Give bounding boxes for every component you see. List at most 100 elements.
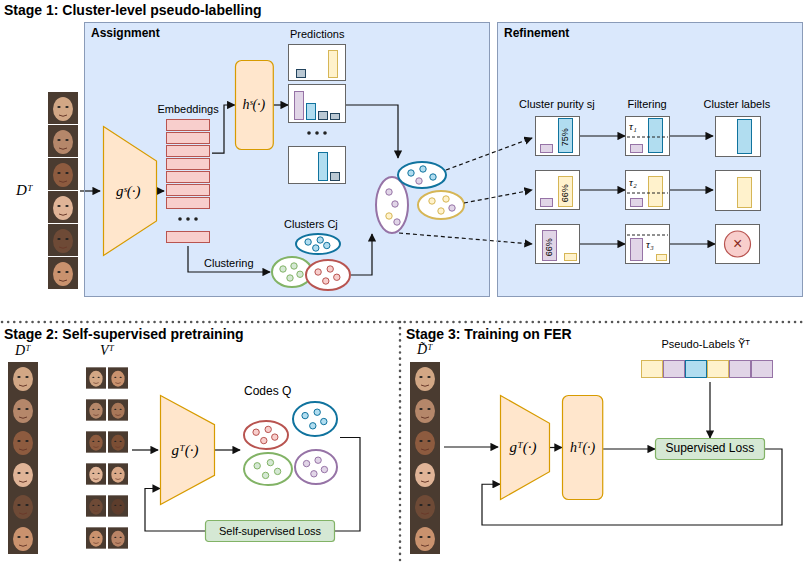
assignment-arrow <box>446 138 532 170</box>
histogram-bar <box>631 239 643 261</box>
cluster-ellipse <box>293 402 337 436</box>
sample-dot <box>310 423 316 429</box>
cluster-ellipse <box>295 450 337 484</box>
merged-clusters <box>398 162 446 188</box>
purity-histogram: 66% <box>535 224 580 264</box>
histogram-bar <box>319 153 328 181</box>
merged-clusters <box>438 208 444 214</box>
face-thumbnail <box>108 463 128 484</box>
cluster-ellipse <box>244 453 292 485</box>
node-label: gˢ(·) <box>116 183 140 200</box>
panel-ground <box>84 22 490 297</box>
accepted-label-box <box>716 117 761 211</box>
encoder-trapezoid: gˢ(·) <box>103 126 157 256</box>
node-label: Pseudo-Labels Ỹᵀ <box>662 338 751 351</box>
encoder-trapezoid: gᵀ(·) <box>500 395 550 500</box>
sample-dot <box>274 468 280 474</box>
face-thumbnail <box>86 495 106 516</box>
stage-heading: Stage 2: Self-supervised pretraining <box>4 326 244 342</box>
face-thumbnail <box>410 394 440 426</box>
stage-separator <box>2 321 803 324</box>
node-label: Supervised Loss <box>666 442 755 456</box>
sample-dot <box>303 460 309 466</box>
shape-part <box>167 172 210 183</box>
sample-dot <box>261 437 267 443</box>
purity-histogram: 75% <box>535 116 580 156</box>
face-thumbnail <box>48 224 78 256</box>
node-label: Self-supervised Loss <box>219 525 321 538</box>
node-label: Codes Q <box>244 385 291 399</box>
node-label: τ₃ <box>646 238 654 251</box>
face-thumbnail <box>8 426 38 458</box>
flow-arrow <box>132 449 158 450</box>
merged-clusters <box>420 166 426 172</box>
shape-outline <box>536 117 579 155</box>
flow-arrow <box>80 190 100 191</box>
shape-part <box>501 396 550 500</box>
connector-arrow <box>580 135 625 136</box>
node-label: 75% <box>560 128 570 146</box>
shape-outline <box>536 171 579 209</box>
sample-dot <box>313 245 319 251</box>
histogram-bar <box>295 92 304 120</box>
sample-dot <box>323 278 329 284</box>
loss-box: Self-supervised Loss <box>205 520 335 542</box>
dataset-symbol: Vᵀ <box>100 343 114 359</box>
node-label: τ₁ <box>629 120 637 133</box>
shape-part <box>194 217 198 221</box>
face-thumbnail <box>48 92 78 124</box>
shape-part <box>186 217 190 221</box>
histogram-bar <box>541 199 553 207</box>
histogram-bar <box>631 199 643 207</box>
column-heading: Filtering <box>628 98 667 111</box>
panel-ground <box>84 22 803 297</box>
prototype-codes: Codes Q <box>240 385 340 490</box>
shape-part <box>289 45 346 81</box>
face-thumbnail <box>48 257 78 289</box>
face-thumbnail <box>410 522 440 554</box>
merged-clusters <box>449 205 455 211</box>
histogram-bar <box>657 255 667 261</box>
classifier-head: hᵀ(·) <box>562 395 603 500</box>
refinement-panel: 75%τ₁66%τ₂66%τ₃×Refinement <box>497 22 803 297</box>
connector-arrow <box>273 104 288 105</box>
face-thumbnail <box>86 367 106 388</box>
merged-clusters <box>376 177 408 233</box>
face-thumbnail <box>410 426 440 458</box>
node-label: × <box>733 235 742 253</box>
merged-clusters <box>394 219 400 225</box>
stage-heading: Stage 1: Cluster-level pseudo-labelling <box>4 2 262 18</box>
stage-separator <box>2 322 803 561</box>
connector-arrow <box>550 447 562 448</box>
face-thumbnail <box>86 399 106 420</box>
dataset-symbol: D̃ᵀ <box>417 342 433 358</box>
sample-dot <box>272 434 278 440</box>
face-thumbnail <box>48 125 78 157</box>
node-label: Predictions <box>290 28 344 41</box>
assignment-arrow <box>399 138 532 244</box>
merged-clusters <box>392 201 398 207</box>
pseudo-label-row: Pseudo-Labels Ỹᵀ <box>636 338 776 382</box>
shape-part <box>161 396 215 505</box>
cluster-ellipse <box>306 260 350 290</box>
histogram-bar <box>559 119 573 153</box>
face-thumbnail <box>8 394 38 426</box>
merged-clusters <box>443 196 449 202</box>
face-thumbnail <box>48 158 78 190</box>
encoder-trapezoid: gᵀ(·) <box>160 395 215 505</box>
shape-part <box>167 159 210 170</box>
node-label: gᵀ(·) <box>510 439 537 456</box>
shape-part <box>167 146 210 157</box>
histogram-bar <box>541 145 553 153</box>
connector-arrow <box>335 438 360 532</box>
connector-arrow <box>157 190 164 191</box>
face-thumbnail <box>48 191 78 223</box>
threshold-line <box>627 193 668 194</box>
sample-dot <box>305 239 311 245</box>
connector-arrow <box>188 246 270 272</box>
shape-part <box>730 361 751 378</box>
shape-outline <box>240 385 340 490</box>
rejected-label: × <box>715 224 760 264</box>
